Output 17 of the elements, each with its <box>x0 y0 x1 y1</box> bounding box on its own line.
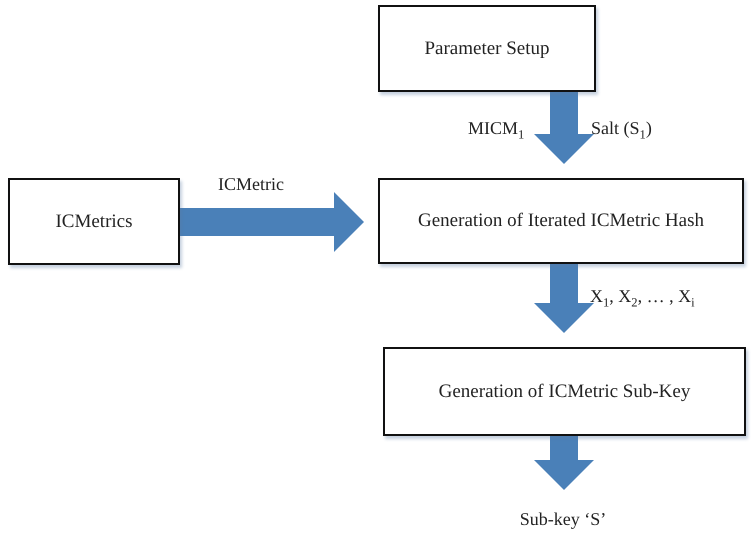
box-text: ICMetrics <box>55 210 133 234</box>
box-text: Generation of Iterated ICMetric Hash <box>418 209 704 234</box>
process-box <box>378 178 744 264</box>
process-box <box>378 5 596 92</box>
block-arrow <box>534 436 594 490</box>
output-label: Sub-key ‘S’ <box>520 508 606 530</box>
block-arrow <box>180 192 364 252</box>
box-text: Generation of ICMetric Sub-Key <box>438 380 690 404</box>
process-box <box>383 347 746 436</box>
box-text: Parameter Setup <box>424 36 550 61</box>
edge-label: ICMetric <box>218 174 284 196</box>
block-arrow <box>534 92 594 164</box>
edge-label: X$_{1}$, X$_{2}$, … , X$_{i}$ <box>590 286 695 311</box>
process-box <box>8 178 180 265</box>
annotation-label: Salt (S$_{1}$) <box>591 118 652 143</box>
block-arrow <box>534 264 594 333</box>
edge-label: MICM$_{1}$ <box>468 118 524 143</box>
